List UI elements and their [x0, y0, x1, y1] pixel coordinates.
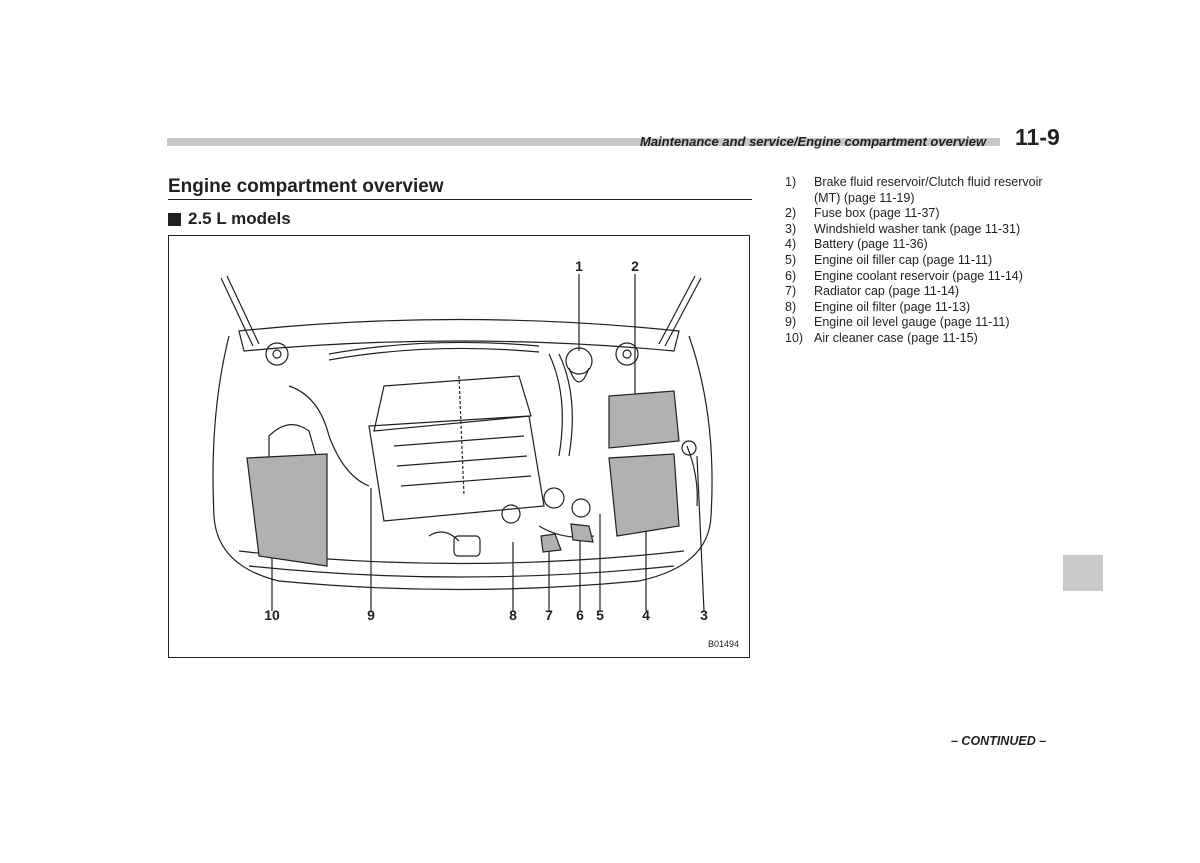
legend-number: 5) — [785, 252, 797, 267]
callout-5: 5 — [596, 607, 604, 623]
legend-item: 5) Engine oil filler cap (page 11-11) — [785, 253, 1065, 269]
callout-10: 10 — [264, 607, 280, 623]
legend-number: 4) — [785, 237, 797, 252]
legend-item: 7) Radiator cap (page 11-14) — [785, 284, 1065, 300]
legend-item: 4) Battery (page 11-36) — [785, 237, 1065, 253]
legend-item: 3) Windshield washer tank (page 11-31) — [785, 222, 1065, 238]
sub-heading-text: 2.5 L models — [188, 209, 291, 228]
callout-2: 2 — [631, 258, 639, 274]
sub-heading: 2.5 L models — [168, 209, 291, 229]
callout-4: 4 — [642, 607, 650, 623]
legend-item: 1) Brake fluid reservoir/Clutch fluid res… — [785, 175, 1065, 206]
legend-text: Windshield washer tank (page 11-31) — [814, 221, 1021, 236]
chapter-tab — [1063, 555, 1103, 591]
header-rule — [167, 138, 1000, 146]
legend-item: 2) Fuse box (page 11-37) — [785, 206, 1065, 222]
legend-text: Engine oil filler cap (page 11-11) — [814, 252, 993, 267]
legend-number: 2) — [785, 206, 797, 221]
engine-illustration — [212, 274, 713, 612]
legend-number: 6) — [785, 268, 797, 283]
section-title: Engine compartment overview — [168, 176, 444, 197]
square-bullet-icon — [168, 212, 181, 226]
legend-item: 6) Engine coolant reservoir (page 11-14) — [785, 269, 1065, 285]
legend-item: 10) Air cleaner case (page 11-15) — [785, 331, 1065, 347]
legend-text: Engine oil filter (page 11-13) — [814, 299, 971, 314]
legend-text: Battery (page 11-36) — [814, 237, 928, 252]
legend-text: Brake fluid reservoir/Clutch fluid reser… — [814, 175, 1043, 205]
legend-text: Engine oil level gauge (page 11-11) — [814, 315, 1010, 330]
continued-label: – CONTINUED – — [951, 734, 1047, 748]
callout-7: 7 — [545, 607, 553, 623]
callout-1: 1 — [575, 258, 583, 274]
legend-number: 8) — [785, 299, 797, 314]
figure-code: B01494 — [707, 639, 739, 649]
page-number: 11-9 — [1015, 124, 1060, 150]
legend-number: 10) — [785, 330, 804, 345]
legend-number: 3) — [785, 221, 797, 236]
callout-6: 6 — [576, 607, 584, 623]
callout-3: 3 — [700, 607, 708, 623]
callout-9: 9 — [367, 607, 375, 623]
legend-number: 7) — [785, 284, 797, 299]
legend-number: 1) — [785, 175, 797, 189]
header-title: Maintenance and service/Engine compartme… — [640, 134, 987, 149]
legend-text: Radiator cap (page 11-14) — [814, 284, 959, 299]
legend-list: 1) Brake fluid reservoir/Clutch fluid res… — [785, 175, 1065, 347]
legend-number: 9) — [785, 315, 797, 330]
legend-text: Air cleaner case (page 11-15) — [814, 330, 978, 345]
legend-item: 9) Engine oil level gauge (page 11-11) — [785, 315, 1065, 331]
legend-item: 8) Engine oil filter (page 11-13) — [785, 300, 1065, 316]
callout-8: 8 — [509, 607, 517, 623]
engine-compartment-figure: 1 2 10 9 8 7 6 5 4 3 B01494 — [168, 235, 750, 658]
legend-text: Engine coolant reservoir (page 11-14) — [814, 268, 1023, 283]
section-rule — [168, 199, 752, 200]
legend-text: Fuse box (page 11-37) — [814, 206, 940, 221]
